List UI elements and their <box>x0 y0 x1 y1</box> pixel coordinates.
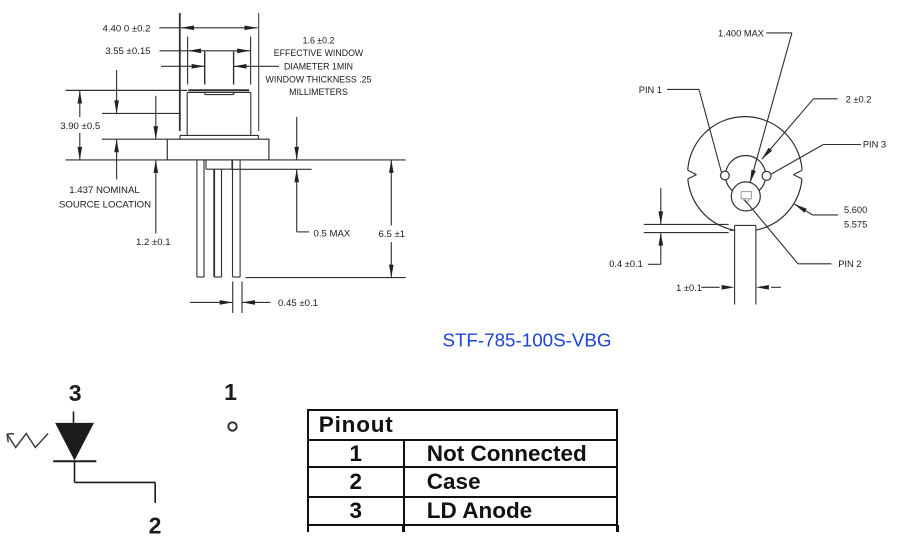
svg-text:MILLIMETERS: MILLIMETERS <box>289 87 348 97</box>
svg-text:0.5 MAX: 0.5 MAX <box>314 228 351 239</box>
svg-text:5.575: 5.575 <box>844 220 867 230</box>
svg-text:3.90 ±0.5: 3.90 ±0.5 <box>60 121 100 132</box>
svg-text:1 ±0.1: 1 ±0.1 <box>676 283 702 293</box>
svg-text:1.6 ±0.2: 1.6 ±0.2 <box>303 36 335 46</box>
svg-text:DIAMETER 1MIN: DIAMETER 1MIN <box>284 62 353 72</box>
svg-text:EFFECTIVE WINDOW: EFFECTIVE WINDOW <box>274 48 364 58</box>
svg-text:PIN 3: PIN 3 <box>863 140 886 150</box>
svg-text:1.437 NOMINAL: 1.437 NOMINAL <box>69 185 140 196</box>
svg-text:PIN 2: PIN 2 <box>838 259 861 269</box>
svg-text:2 ±0.2: 2 ±0.2 <box>846 94 872 104</box>
svg-text:3: 3 <box>69 380 82 406</box>
svg-text:5.600: 5.600 <box>844 205 867 215</box>
svg-text:STF-785-100S-VBG: STF-785-100S-VBG <box>442 330 611 351</box>
svg-text:1: 1 <box>224 379 237 405</box>
svg-text:SOURCE LOCATION: SOURCE LOCATION <box>59 199 151 210</box>
svg-text:PIN 1: PIN 1 <box>639 85 662 95</box>
svg-text:3.55 ±0.15: 3.55 ±0.15 <box>105 46 150 57</box>
svg-text:0.4 ±0.1: 0.4 ±0.1 <box>609 259 643 269</box>
svg-text:WINDOW THICKNESS .25: WINDOW THICKNESS .25 <box>266 74 372 84</box>
svg-text:1.400 MAX: 1.400 MAX <box>718 28 764 38</box>
svg-text:2: 2 <box>149 512 162 538</box>
svg-text:0.45 ±0.1: 0.45 ±0.1 <box>278 298 318 309</box>
svg-text:6.5 ±1: 6.5 ±1 <box>378 229 405 240</box>
svg-text:4.40 0 ±0.2: 4.40 0 ±0.2 <box>103 23 151 34</box>
svg-text:1.2 ±0.1: 1.2 ±0.1 <box>136 237 171 248</box>
